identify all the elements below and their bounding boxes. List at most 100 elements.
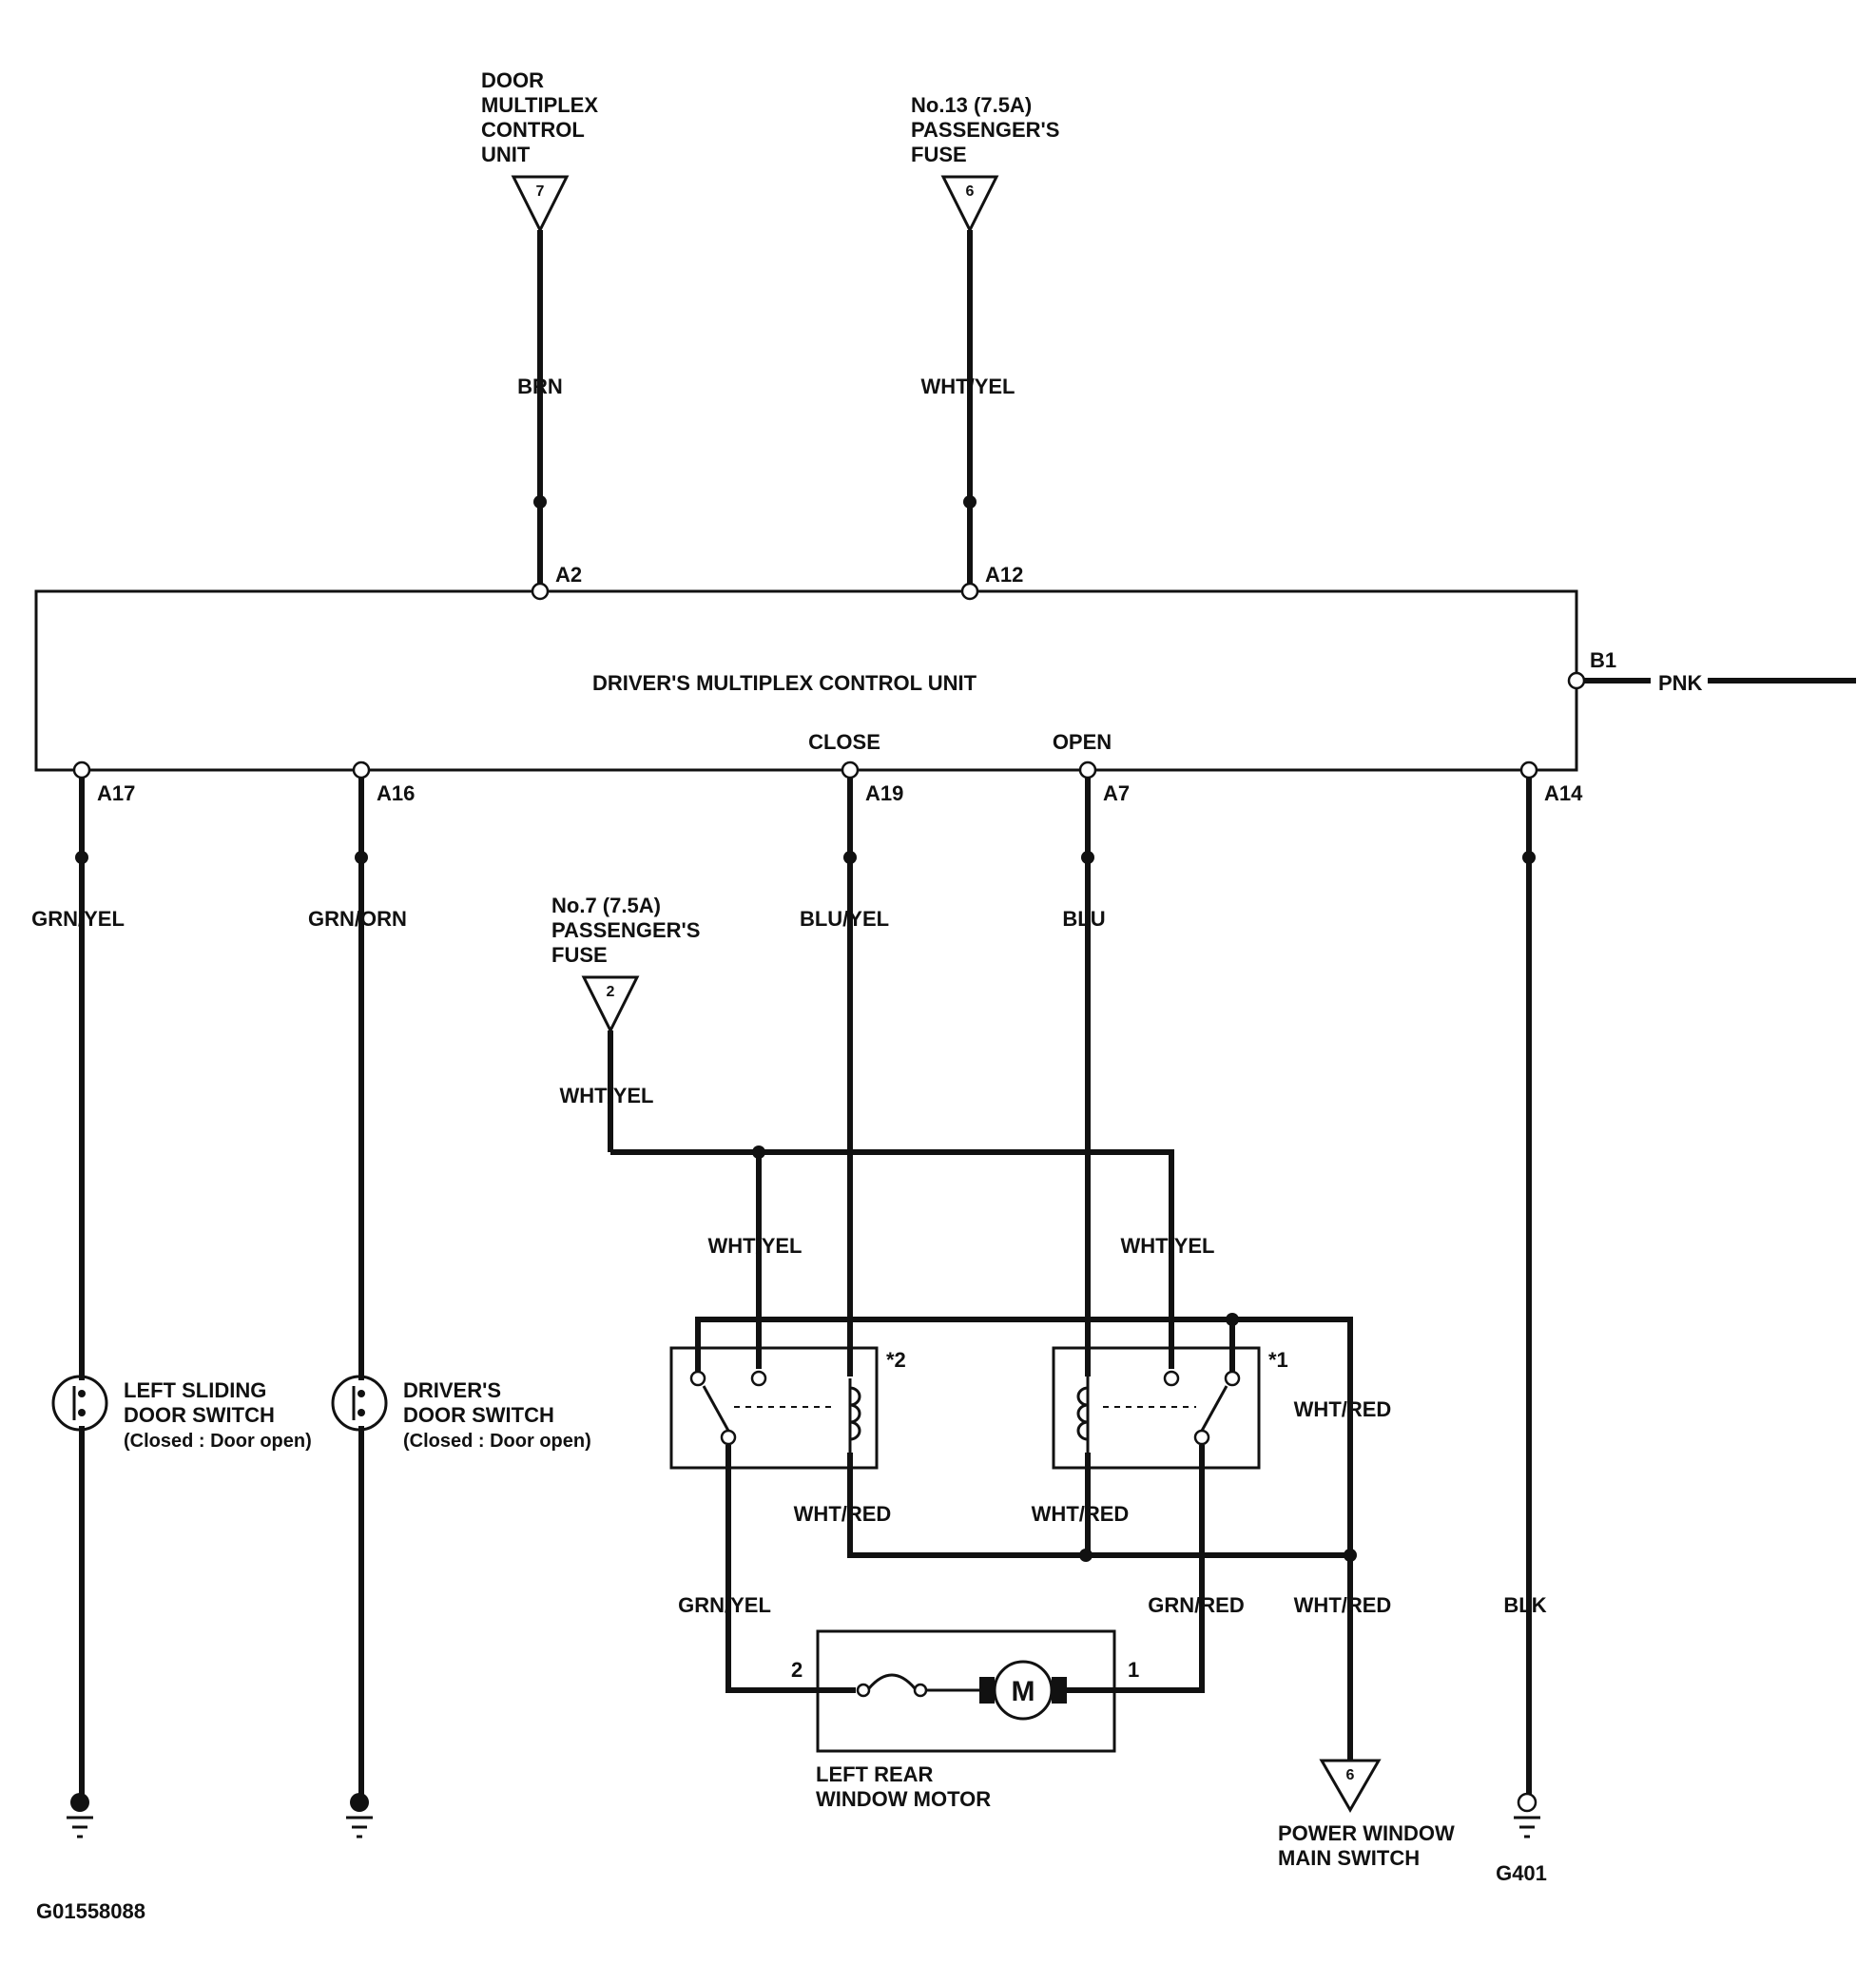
door-unit-line2: MULTIPLEX [481,93,598,117]
drivers-door-circuit: GRN/ORN DRIVER'S DOOR SWITCH (Closed : D… [308,778,591,1839]
door-unit-line4: UNIT [481,143,531,166]
door-unit-line3: CONTROL [481,118,585,142]
relay-1: *1 [1052,1346,1288,1470]
switch-label-line3: (Closed : Door open) [124,1431,312,1452]
pin-a2 [531,582,550,601]
motor-symbol: M [1012,1676,1035,1707]
switch-label-line2: DOOR SWITCH [403,1403,554,1427]
close-label: CLOSE [808,730,880,754]
switch-label-line3: (Closed : Door open) [403,1431,591,1452]
wire-color-label: BLU/YEL [800,907,889,931]
fuse7-line2: PASSENGER'S [551,918,700,942]
switch-terminal [78,1409,86,1416]
switch-terminal [358,1409,365,1416]
wire-color-label: BLK [1503,1593,1546,1617]
splice-dot [533,495,547,509]
power-window-switch: 6 POWER WINDOW MAIN SWITCH [1278,1759,1455,1870]
connector-number: 2 [607,984,615,1000]
pin-label-a2: A2 [555,563,582,587]
splice-dot [843,851,857,864]
fuse7-line3: FUSE [551,943,608,967]
wht-red-network: WHT/RED WHT/RED WHT/RED WHT/RED [695,1313,1392,1761]
wht-red-top-loop [695,1317,1353,1761]
relay-2-box [669,1346,879,1470]
motor-pin-1: 1 [1128,1658,1139,1682]
splice-dot [355,851,368,864]
pin-a19 [841,760,860,780]
relay-coil [1076,1386,1089,1441]
left-sliding-door-circuit: GRN/YEL LEFT SLIDING DOOR SWITCH (Closed… [31,778,312,1839]
switch-label-line2: DOOR SWITCH [124,1403,275,1427]
ground-label: G401 [1496,1861,1547,1885]
pw-switch-line2: MAIN SWITCH [1278,1846,1420,1870]
wire-color-label: BLU [1062,907,1105,931]
wire-color-label: GRN/YEL [678,1593,771,1617]
wire-color-label: WHT/RED [1294,1397,1392,1421]
relay-1-label: *1 [1268,1348,1288,1372]
pin-label-a16: A16 [377,781,415,805]
ground-point [350,1793,369,1812]
pin-a17 [72,760,91,780]
door-switch-symbol [51,1375,108,1432]
motor-label-line1: LEFT REAR [816,1762,934,1786]
splice-dot [1344,1549,1357,1562]
wire-color-label: GRN/YEL [31,907,125,931]
wire-color-label: GRN/RED [1148,1593,1244,1617]
fuse13-line2: PASSENGER'S [911,118,1059,142]
relay-contact [689,1370,706,1387]
relay-switch-arm [1200,1385,1228,1432]
relay-contact [1224,1370,1241,1387]
motor-circuit: GRN/YEL GRN/RED 2 1 M LEFT REAR WINDOW M… [678,1445,1245,1811]
pin-a12 [960,582,979,601]
wire-color-label: WHT/YEL [921,375,1015,398]
door-unit-line1: DOOR [481,68,544,92]
breaker-terminal [913,1683,928,1698]
connector-number: 6 [1346,1767,1355,1783]
relay-common-contact [1193,1429,1210,1446]
splice-dot [1081,851,1094,864]
door-switch-symbol [331,1375,388,1432]
pin-b1 [1567,671,1586,690]
connector-triangle [940,175,999,234]
relay-1-box [1052,1346,1261,1470]
splice-dot [75,851,88,864]
motor-brush [1052,1677,1067,1704]
wire-color-label: WHT/RED [1032,1502,1130,1526]
wire-color-label: WHT/YEL [560,1084,654,1107]
open-label: OPEN [1053,730,1112,754]
control-unit-name: DRIVER'S MULTIPLEX CONTROL UNIT [592,671,977,695]
splice-dot [1079,1549,1093,1562]
switch-terminal [78,1390,86,1397]
connector-triangle [1319,1759,1382,1814]
relay-2-label: *2 [886,1348,906,1372]
wire-color-label: WHT/YEL [708,1234,803,1258]
door-multiplex-source: DOOR MULTIPLEX CONTROL UNIT 7 BRN [481,68,598,591]
pin-label-a17: A17 [97,781,135,805]
wire-color-label: PNK [1658,671,1703,695]
fuse13-line3: FUSE [911,143,967,166]
relay-common-contact [720,1429,737,1446]
switch-label-line1: DRIVER'S [403,1378,501,1402]
pin-a16 [352,760,371,780]
wire-color-label: WHT/YEL [1121,1234,1215,1258]
relay-coil [849,1386,861,1441]
relay-switch-arm [702,1385,730,1432]
pin-label-b1: B1 [1590,648,1616,672]
ground-point [1517,1792,1538,1813]
connector-triangle [511,175,570,234]
wht-yel-bus [610,1149,1174,1348]
pin-a14 [1519,760,1538,780]
pin-label-a12: A12 [985,563,1023,587]
ground-g401: BLK G401 [1496,778,1547,1885]
ground-point [70,1793,89,1812]
relay-2: *2 [669,1346,906,1470]
wire-color-label: GRN/ORN [308,907,407,931]
pin-label-a14: A14 [1544,781,1583,805]
grn-yel-motor-wire [725,1445,856,1693]
figure-id: G01558088 [36,1899,145,1923]
fuse13-source: No.13 (7.5A) PASSENGER'S FUSE 6 WHT/YEL [911,93,1059,591]
splice-dot [963,495,977,509]
motor-label-line2: WINDOW MOTOR [816,1787,991,1811]
